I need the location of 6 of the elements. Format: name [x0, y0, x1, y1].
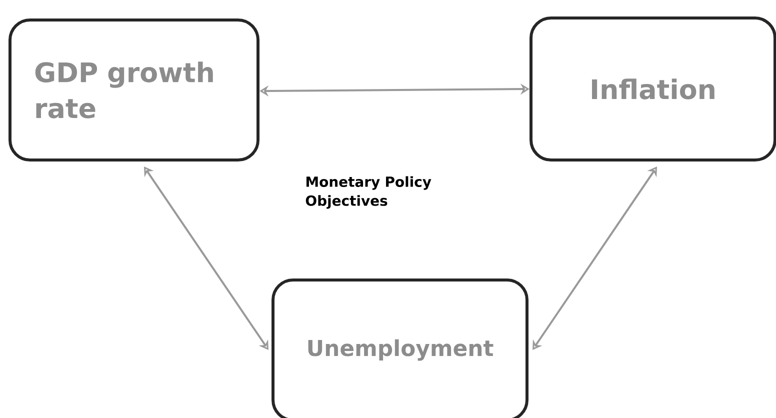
rounded-box: Inflation — [530, 16, 776, 162]
title-text: Monetary Policy Objectives — [306, 176, 432, 209]
rounded-box: Unemployment — [272, 278, 528, 418]
double-arrow — [144, 166, 268, 350]
rounded-box: GDP growth rate — [8, 18, 260, 162]
double-arrow — [532, 166, 657, 350]
